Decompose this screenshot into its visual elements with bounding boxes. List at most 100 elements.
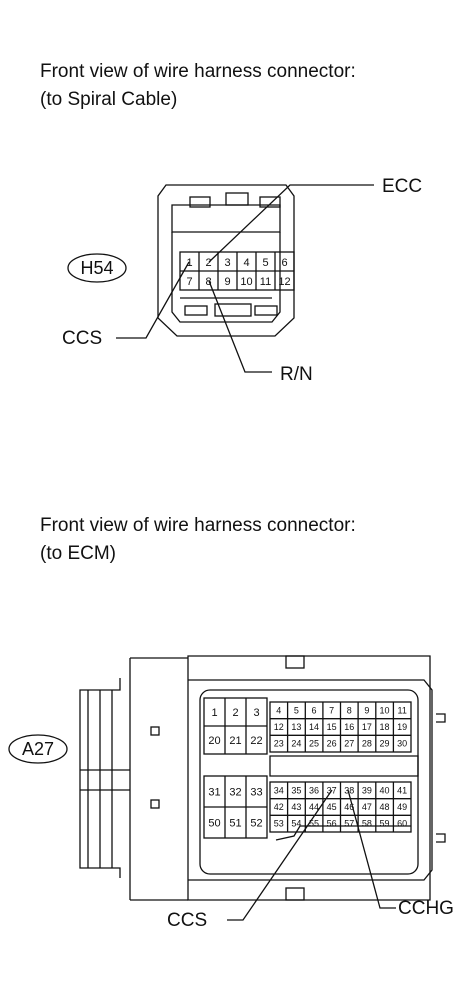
pin-label: 10 [240, 276, 252, 288]
pin-label: 18 [380, 722, 390, 732]
a27-right-pin-block-bottom [269, 781, 412, 833]
pin-label: 8 [205, 276, 211, 288]
pin-label: 52 [250, 818, 262, 830]
a27-center-key [269, 755, 419, 777]
pin-label: 35 [291, 785, 301, 795]
pin-label: 17 [362, 722, 372, 732]
cchg-label: CCHG [398, 898, 454, 919]
ecc-label: ECC [382, 176, 422, 197]
pin-label: 19 [397, 722, 407, 732]
pin-label: 15 [327, 722, 337, 732]
pin-label: 33 [250, 787, 262, 799]
pin-label: 37 [327, 785, 337, 795]
a27-id-oval [8, 734, 68, 764]
pin-label: 45 [327, 802, 337, 812]
pin-label: 36 [309, 785, 319, 795]
h54-id-oval [67, 253, 127, 283]
ccs-bottom-label: CCS [167, 910, 207, 931]
pin-label: 16 [344, 722, 354, 732]
a27-id-text: A27 [22, 739, 54, 759]
pin-label: 56 [327, 819, 337, 829]
pin-label: 7 [329, 705, 334, 715]
pin-label: 46 [344, 802, 354, 812]
pin-label: 39 [362, 785, 372, 795]
pin-label: 34 [274, 785, 284, 795]
pin-label: 42 [274, 802, 284, 812]
pin-label: 53 [274, 819, 284, 829]
pin-label: 23 [274, 739, 284, 749]
h54-pin-grid [179, 251, 295, 291]
ccs-top-leader-line [116, 261, 190, 339]
pin-label: 12 [274, 722, 284, 732]
pin-label: 2 [205, 257, 211, 269]
pin-label: 38 [344, 785, 354, 795]
pin-label: 25 [309, 739, 319, 749]
pin-label: 10 [380, 705, 390, 715]
pin-label: 59 [380, 819, 390, 829]
pin-label: 49 [397, 802, 407, 812]
pin-label: 7 [186, 276, 192, 288]
rn-label: R/N [280, 364, 313, 385]
pin-label: 50 [208, 818, 220, 830]
pin-label: 1 [211, 707, 217, 719]
a27-left-pin-block-bottom [203, 775, 268, 839]
pin-label: 1 [186, 257, 192, 269]
top-caption-line1: Front view of wire harness connector: [40, 61, 356, 82]
pin-label: 31 [208, 787, 220, 799]
pin-label: 28 [362, 739, 372, 749]
pin-label: 4 [276, 705, 281, 715]
pin-label: 41 [397, 785, 407, 795]
pin-label: 40 [380, 785, 390, 795]
pin-label: 2 [232, 707, 238, 719]
pin-label: 24 [291, 739, 301, 749]
pin-label: 51 [229, 818, 241, 830]
pin-label: 20 [208, 735, 220, 747]
a27-lower-latch [275, 825, 411, 841]
a27-connector-housing [79, 655, 446, 901]
top-caption-line2: (to Spiral Cable) [40, 89, 178, 110]
pin-label: 11 [398, 705, 407, 715]
bottom-caption-line1: Front view of wire harness connector: [40, 515, 356, 536]
pin-label: 11 [260, 276, 271, 288]
pin-label: 43 [291, 802, 301, 812]
pin-label: 5 [262, 257, 268, 269]
pin-label: 30 [397, 739, 407, 749]
a27-left-pin-block-top [203, 697, 268, 755]
pin-label: 58 [362, 819, 372, 829]
h54-connector-housing [157, 184, 295, 337]
pin-label: 8 [347, 705, 352, 715]
pin-label: 14 [309, 722, 319, 732]
h54-id-text: H54 [80, 258, 113, 278]
pin-label: 44 [309, 802, 319, 812]
a27-right-pin-block-top [269, 701, 412, 753]
pin-label: 3 [224, 257, 230, 269]
pin-label: 3 [253, 707, 259, 719]
pin-label: 29 [380, 739, 390, 749]
ecc-leader-line [208, 184, 374, 263]
pin-label: 6 [281, 257, 287, 269]
pin-label: 13 [291, 722, 301, 732]
cchg-leader-line [347, 789, 396, 909]
pin-label: 21 [229, 735, 241, 747]
pin-label: 6 [312, 705, 317, 715]
pin-label: 4 [243, 257, 249, 269]
ccs-top-label: CCS [62, 328, 102, 349]
rn-leader-line [208, 280, 272, 373]
ccs-bottom-leader-line [227, 789, 333, 921]
pin-label: 60 [397, 819, 407, 829]
pin-label: 47 [362, 802, 372, 812]
pin-label: 55 [309, 819, 319, 829]
pin-label: 54 [291, 819, 301, 829]
bottom-caption-line2: (to ECM) [40, 543, 116, 564]
pin-label: 32 [229, 787, 241, 799]
pin-label: 9 [224, 276, 230, 288]
pin-label: 22 [250, 735, 262, 747]
pin-label: 26 [327, 739, 337, 749]
pin-label: 12 [278, 276, 290, 288]
pin-label: 57 [344, 819, 354, 829]
pin-label: 27 [344, 739, 354, 749]
pin-label: 9 [364, 705, 369, 715]
